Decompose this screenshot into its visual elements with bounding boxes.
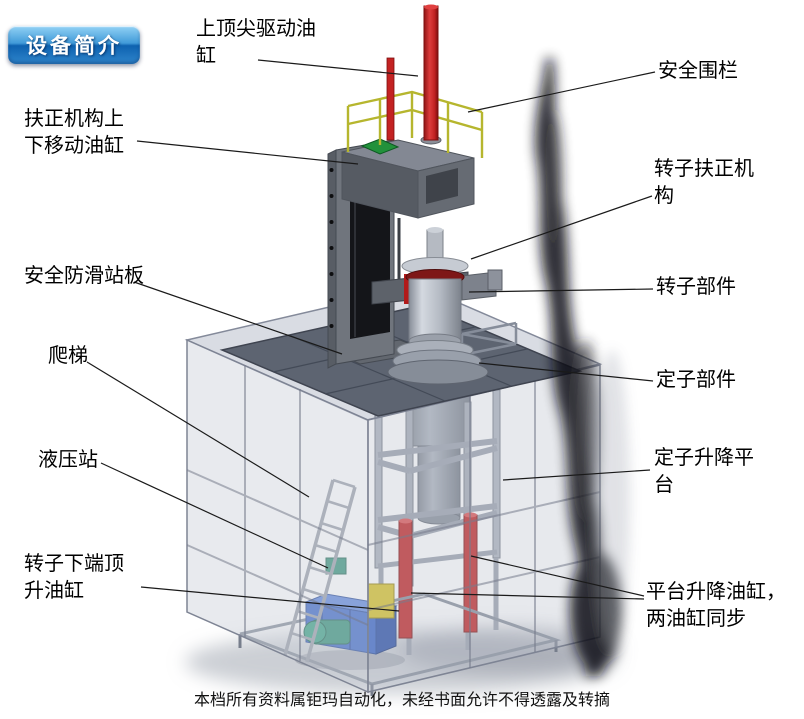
label-stator-part: 定子部件 <box>656 369 736 391</box>
label-ladder: 爬梯 <box>48 345 88 367</box>
label-top-tip-cylinder: 上顶尖驱动油缸 <box>196 18 316 67</box>
smudge-halo <box>594 350 630 650</box>
label-rotor-jack-cylinder: 转子下端顶升油缸 <box>24 553 124 602</box>
label-centering-cylinder: 扶正机构上下移动油缸 <box>24 108 124 157</box>
drive-rod <box>386 57 395 141</box>
frame-beams-upper <box>377 438 498 474</box>
fence-posts <box>346 92 484 158</box>
fence-rails <box>347 90 483 132</box>
smudge-top <box>544 110 562 250</box>
label-platform-cylinders: 平台升降油缸，两油缸同步 <box>646 581 786 630</box>
footer-note: 本档所有资料属钜玛自动化，未经书面允许不得透露及转摘 <box>193 692 610 709</box>
enclosure-interior <box>238 373 562 696</box>
station-shadow <box>295 650 405 670</box>
drive-cylinder-body <box>423 5 439 141</box>
drive-cylinder-top <box>424 4 438 10</box>
cylinder-top <box>399 518 412 524</box>
title-badge-label: 设备简介 <box>26 35 122 58</box>
green-cover-plate <box>360 138 400 155</box>
column-side-face <box>327 149 337 369</box>
shaft-top <box>427 227 443 233</box>
head-left-face <box>341 151 419 219</box>
label-stator-platform: 定子升降平台 <box>654 447 754 496</box>
label-rotor-centering: 转子扶正机构 <box>654 158 754 207</box>
centering-arm-red-pin <box>404 274 411 304</box>
top-tip-drive-cylinder <box>386 4 439 141</box>
label-rotor-part: 转子部件 <box>656 276 736 298</box>
stator-top-flange <box>387 359 489 385</box>
label-antislip-board: 安全防滑站板 <box>24 265 144 287</box>
rotor-body <box>408 278 462 342</box>
safety-fence-railing <box>346 90 484 158</box>
bracket-block <box>487 269 503 291</box>
rotor-assembly <box>371 227 503 385</box>
label-hydraulic-station: 液压站 <box>38 449 98 471</box>
title-badge: 设备简介 <box>8 26 140 64</box>
base-feet <box>238 634 558 696</box>
column-head <box>341 135 475 219</box>
label-safety-fence: 安全围栏 <box>658 60 738 82</box>
head-panel <box>426 168 458 204</box>
